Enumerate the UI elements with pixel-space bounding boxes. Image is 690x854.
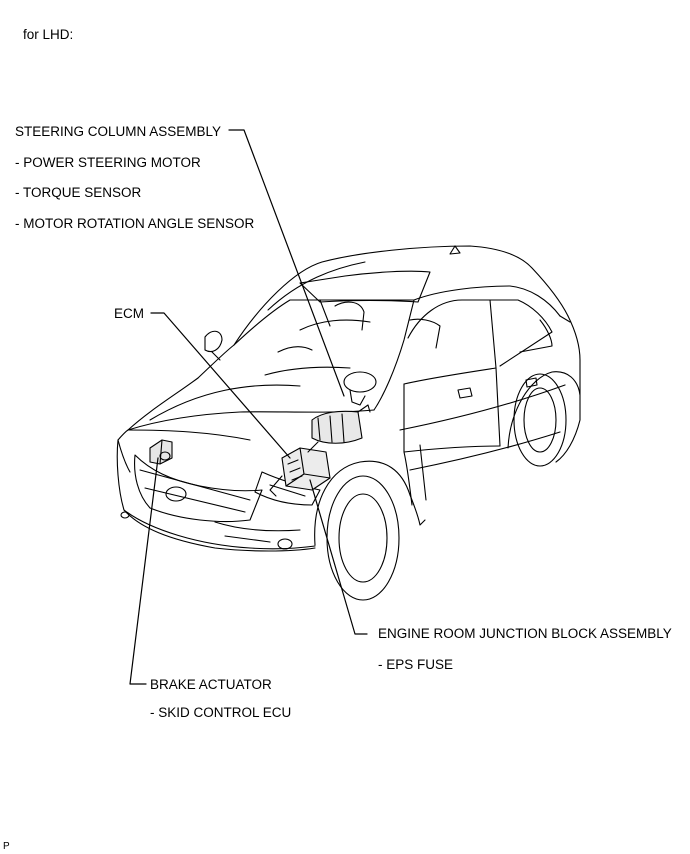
figure-code: P [3, 841, 10, 852]
brake-actuator-part [149, 439, 173, 465]
steering-column-part [311, 371, 377, 444]
eps-fuse-label: - EPS FUSE [378, 657, 454, 672]
brake-actuator-label: BRAKE ACTUATOR [150, 677, 272, 692]
skid-control-ecu-label: - SKID CONTROL ECU [150, 705, 292, 720]
torque-sensor-label: - TORQUE SENSOR [15, 185, 142, 200]
motor-rotation-angle-sensor-label: - MOTOR ROTATION ANGLE SENSOR [15, 216, 255, 231]
leader-lines [129, 129, 368, 685]
engine-room-junction-block-label: ENGINE ROOM JUNCTION BLOCK ASSEMBLY [378, 626, 672, 641]
steering-column-assembly-label: STEERING COLUMN ASSEMBLY [15, 124, 222, 139]
power-steering-motor-label: - POWER STEERING MOTOR [15, 155, 201, 170]
lhd-note: for LHD: [23, 27, 74, 42]
ecm-part [269, 441, 331, 497]
ecm-label: ECM [114, 306, 144, 321]
